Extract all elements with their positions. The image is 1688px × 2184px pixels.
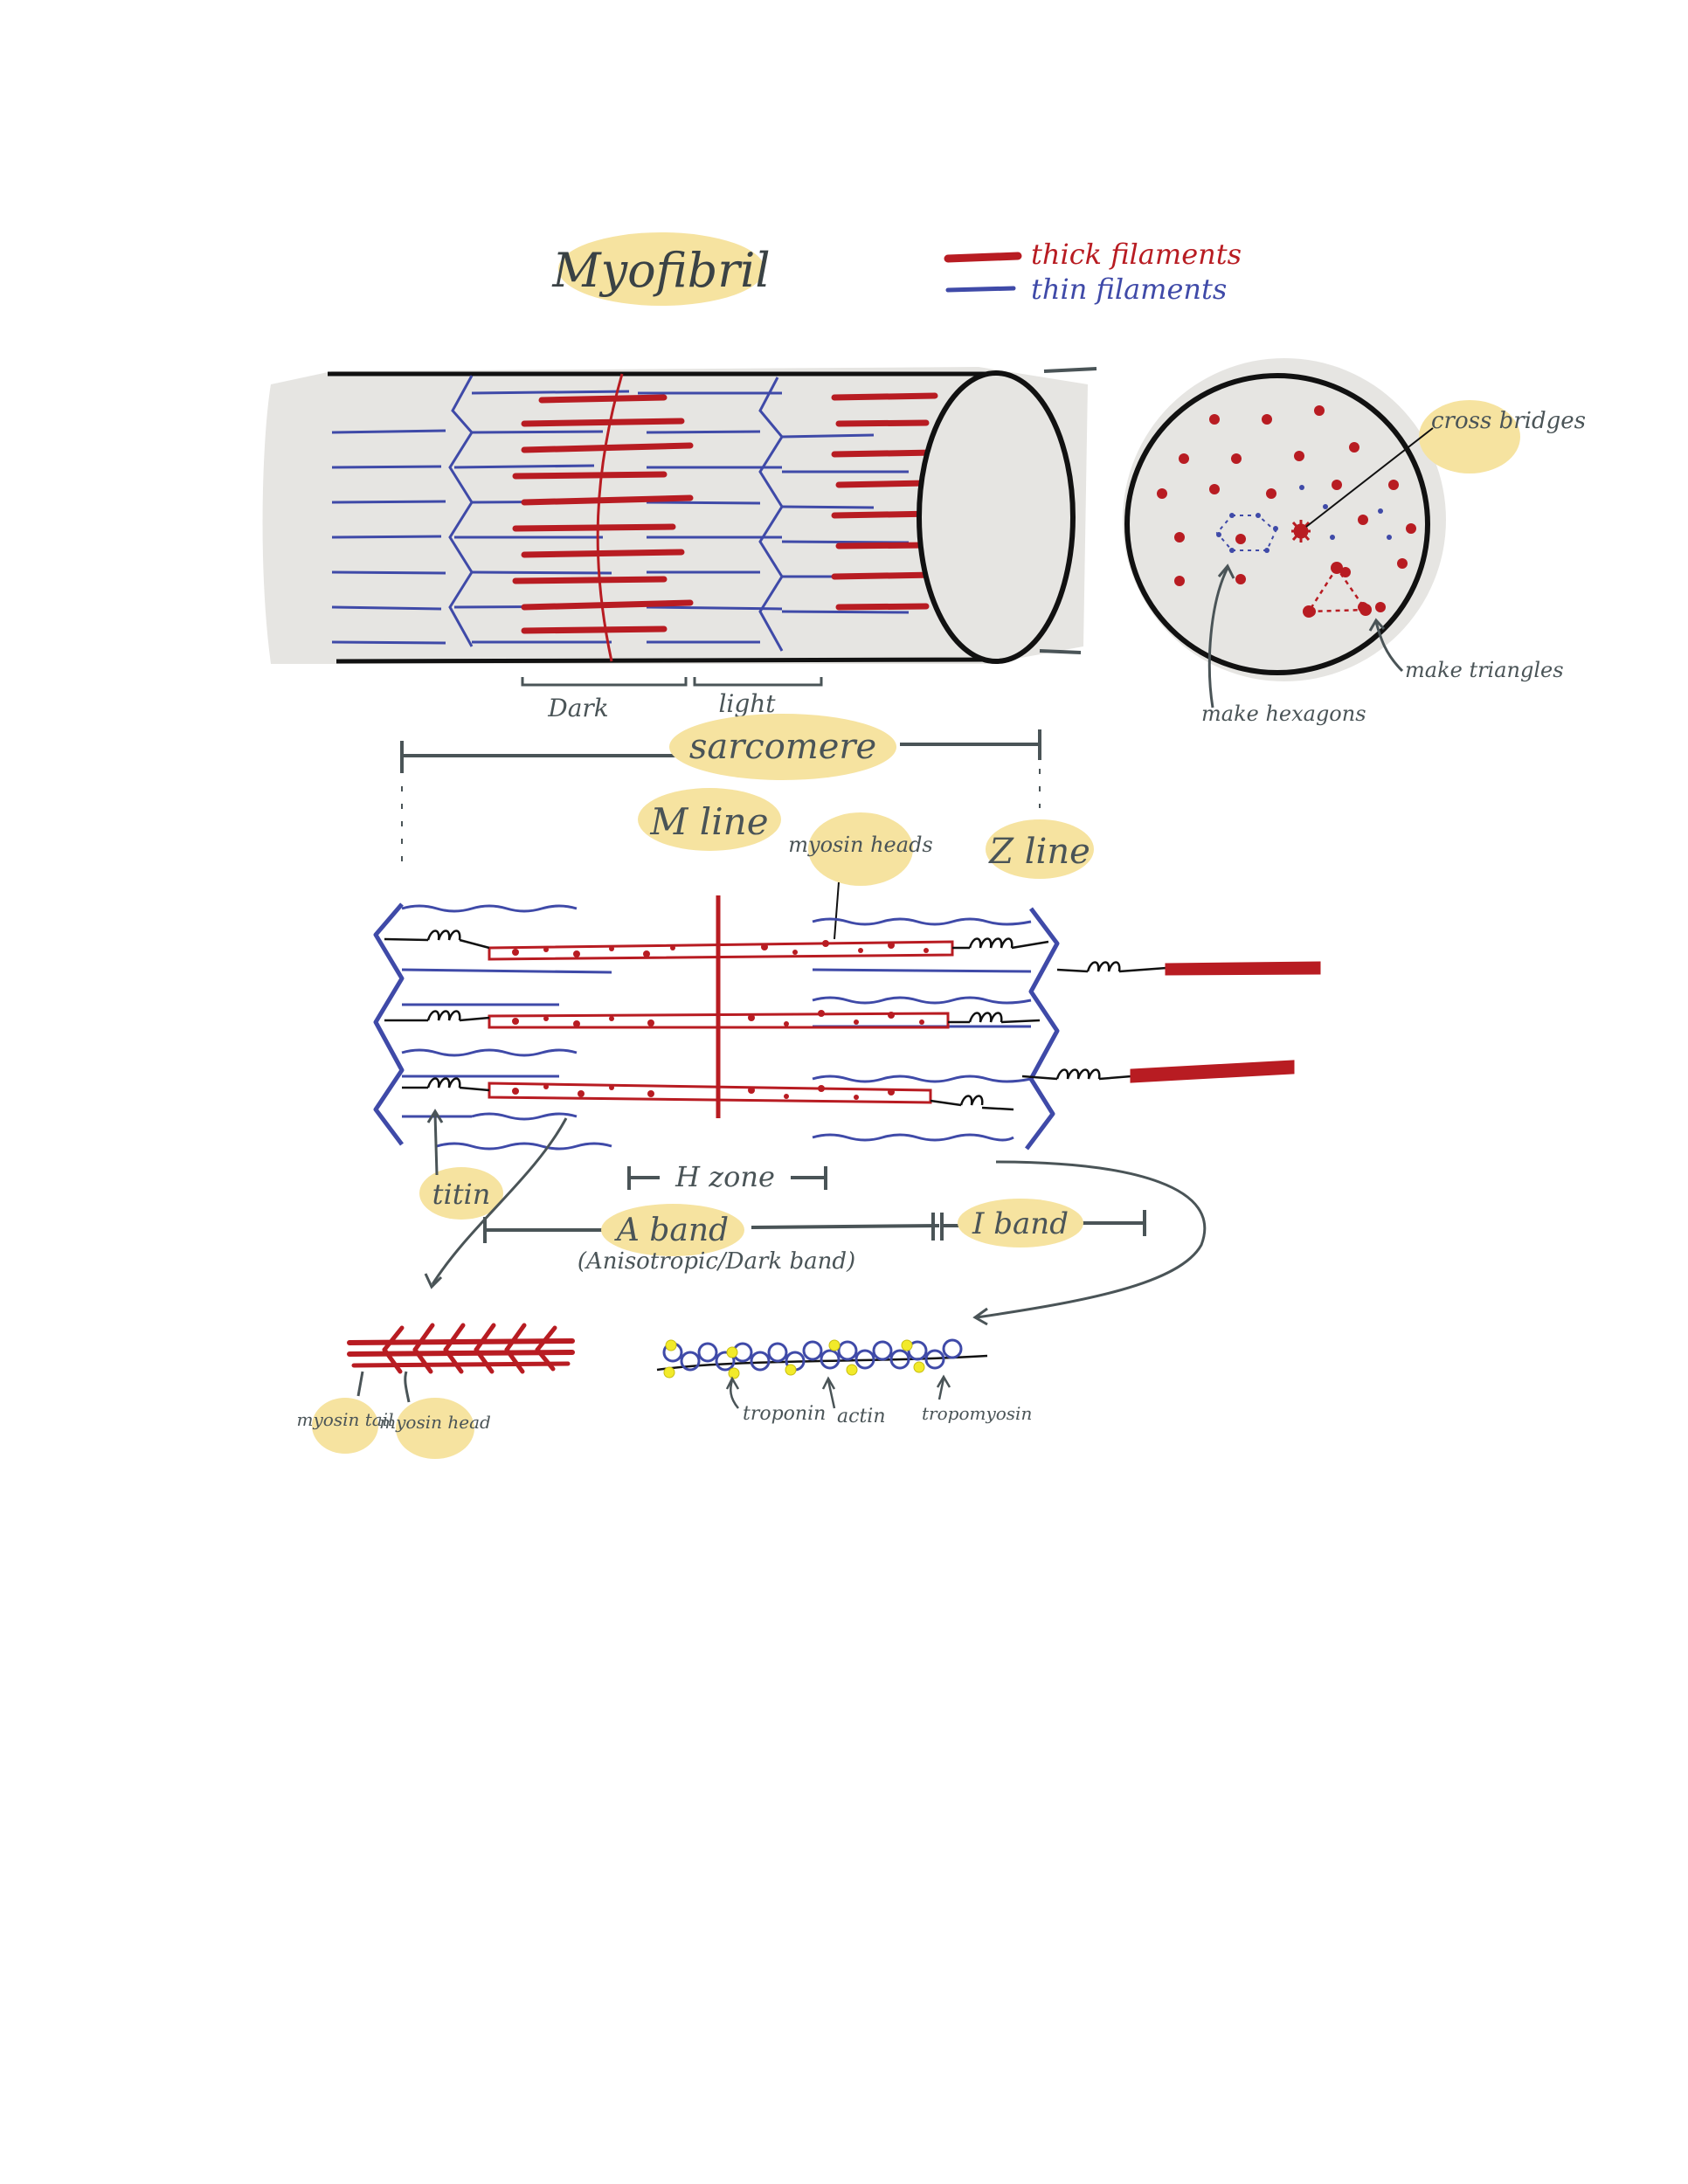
- extended-titin-and-thick: [1021, 961, 1321, 1083]
- z-line-highlight: [986, 819, 1094, 879]
- m-line-highlight: [638, 788, 781, 851]
- cylinder-m-line: [596, 373, 624, 662]
- titin-label: titin: [432, 1178, 491, 1211]
- cross-bridge-star: [1291, 520, 1311, 543]
- cylinder-thin-filaments: [331, 375, 910, 652]
- cross-bridges-pointer: [1305, 427, 1434, 528]
- titin-coils: [384, 930, 1049, 1111]
- dark-brace: [521, 677, 688, 687]
- cylinder-thick-filaments: [512, 392, 938, 634]
- arrow-to-myosin: [431, 1117, 568, 1285]
- a-band-sublabel: (Anisotropic/Dark band): [578, 1248, 855, 1275]
- cross-section-thick-dots: [1157, 405, 1416, 617]
- myosin-heads-pointer: [834, 881, 840, 940]
- z-disc-right: [1025, 907, 1060, 1151]
- sarcomere-detail: [373, 895, 1321, 1151]
- light-brace: [693, 677, 823, 687]
- tropomyosin-strand: [656, 1354, 988, 1372]
- myosin-tail-highlight: [312, 1398, 378, 1454]
- cross-bridges-label: cross bridges: [1431, 408, 1586, 434]
- cross-section: [1123, 358, 1446, 681]
- sarcomere-myosin-heads: [512, 940, 929, 1100]
- myosin-head-highlight: [396, 1398, 474, 1459]
- z-line-label: Z line: [987, 832, 1090, 872]
- myosin-head-label: myosin head: [379, 1412, 491, 1433]
- light-label: light: [718, 689, 776, 718]
- i-band-bracket: [942, 1210, 1146, 1236]
- troponin-label: troponin: [743, 1403, 826, 1425]
- cross-bridges-highlight: [1419, 400, 1520, 473]
- myosin-heads-label: myosin heads: [788, 833, 933, 857]
- hexagons-arrow: [1207, 567, 1229, 708]
- cylinder-body: [328, 371, 990, 664]
- triangle-pattern: [1306, 565, 1368, 613]
- myofibril-cylinder: [262, 367, 1097, 664]
- title-highlight: [558, 232, 764, 306]
- h-zone-label: H zone: [675, 1160, 775, 1193]
- cross-bridges-label-text: cross bridges: [1431, 408, 1586, 434]
- actin-arrow: [827, 1379, 836, 1409]
- titin-arrow: [433, 1113, 439, 1176]
- a-band-label: A band: [614, 1213, 729, 1248]
- i-band-highlight: [958, 1199, 1083, 1248]
- make-hexagons-label: make hexagons: [1201, 702, 1366, 726]
- legend-thin-label: thin filaments: [1031, 273, 1227, 306]
- title: Myofibril: [551, 243, 770, 298]
- cylinder-end-cap: [917, 370, 1076, 664]
- hexagon-pattern: [1215, 515, 1277, 551]
- title-group: Myofibril: [551, 232, 771, 306]
- legend-thick-swatch: [944, 252, 1022, 263]
- make-triangles-label: make triangles: [1405, 658, 1564, 682]
- sarcomere-bracket: [400, 729, 1041, 874]
- troponin-dots: [663, 1339, 925, 1379]
- tropomyosin-arrow: [937, 1378, 945, 1400]
- legend: thick filaments thin filaments: [944, 238, 1242, 306]
- cut-line-top: [1043, 367, 1097, 373]
- titin-highlight: [419, 1167, 503, 1220]
- dark-label: Dark: [547, 694, 609, 722]
- i-band-label: I band: [972, 1206, 1069, 1241]
- cut-line-bottom: [1039, 649, 1082, 654]
- m-line-label: M line: [649, 800, 768, 843]
- z-disc-left: [373, 902, 405, 1146]
- troponin-arrow: [730, 1379, 739, 1409]
- myosin-molecule: [347, 1323, 575, 1374]
- a-band-highlight: [601, 1204, 744, 1256]
- sarcomere-highlight: [669, 714, 896, 780]
- sarcomere-label: sarcomere: [689, 727, 876, 767]
- myosin-heads-highlight: [808, 812, 913, 886]
- band-braces: [521, 677, 823, 687]
- legend-thick-label: thick filaments: [1031, 238, 1242, 271]
- legend-thin-swatch: [945, 286, 1016, 293]
- myosin-head-pointer: [404, 1371, 411, 1403]
- triangles-arrow: [1374, 621, 1404, 673]
- h-zone-bracket: [627, 1166, 827, 1190]
- actin-beads: [662, 1338, 963, 1372]
- sarcomere-thick-filaments: [488, 940, 954, 1104]
- actin-filament: [656, 1338, 988, 1379]
- myosin-tail-label: myosin tail: [297, 1409, 394, 1430]
- actin-label: actin: [837, 1406, 885, 1427]
- arrow-to-actin: [976, 1160, 1207, 1319]
- myosin-tail-pointer: [356, 1371, 364, 1397]
- tropomyosin-label: tropomyosin: [922, 1403, 1032, 1424]
